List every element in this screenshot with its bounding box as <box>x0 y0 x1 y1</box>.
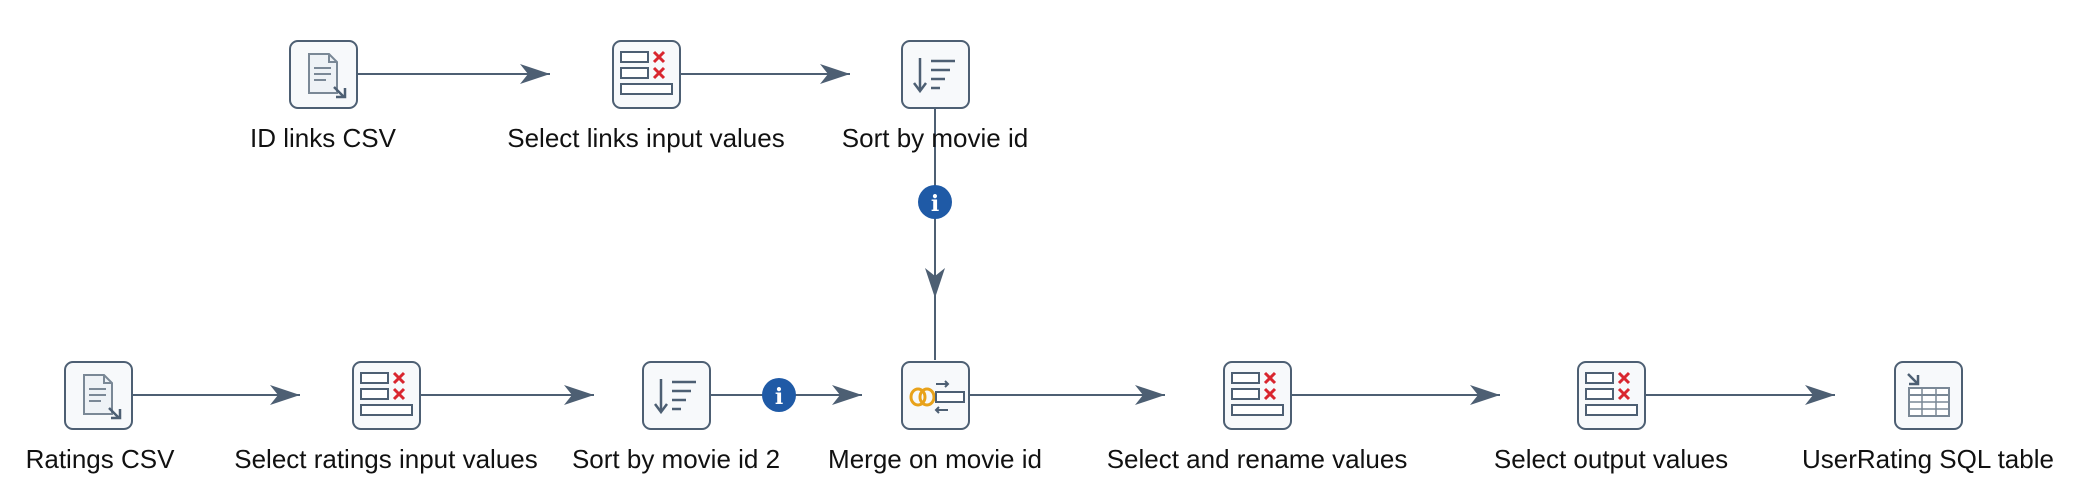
step-label: Select ratings input values <box>234 444 538 474</box>
csv-file-input-icon <box>289 40 358 109</box>
hop-select-ratings-to-sort-2[interactable] <box>420 385 594 405</box>
step-label: Ratings CSV <box>26 444 175 474</box>
hop-arrow <box>270 385 300 405</box>
step-label: Select and rename values <box>1107 444 1408 474</box>
step-select-links-input-values[interactable]: Select links input values <box>507 40 785 153</box>
hop-arrow <box>1135 385 1165 405</box>
step-label: Select links input values <box>507 123 784 153</box>
select-values-icon <box>352 361 421 430</box>
info-glyph: i <box>931 191 939 217</box>
sort-rows-icon <box>901 40 970 109</box>
table-output-icon <box>1894 361 1963 430</box>
merge-join-icon <box>901 361 970 430</box>
hop-merge-to-select-rename[interactable] <box>968 385 1165 405</box>
hop-arrow <box>925 268 945 298</box>
select-values-icon <box>1223 361 1292 430</box>
hop-select-output-to-table[interactable] <box>1645 385 1835 405</box>
info-glyph: i <box>775 384 783 410</box>
hop-id-links-to-select-links[interactable] <box>357 64 550 84</box>
step-label: Select output values <box>1494 444 1728 474</box>
hop-ratings-to-select-ratings[interactable] <box>132 385 300 405</box>
info-badge-icon[interactable]: i <box>762 378 796 412</box>
info-badge-icon[interactable]: i <box>918 185 952 219</box>
step-label: Sort by movie id <box>842 123 1028 153</box>
step-sort-by-movie-id-2[interactable]: Sort by movie id 2 <box>572 361 780 474</box>
hop-arrow <box>832 385 862 405</box>
select-values-icon <box>1577 361 1646 430</box>
hop-arrow <box>520 64 550 84</box>
step-ratings-csv[interactable]: Ratings CSV <box>26 361 175 474</box>
hop-arrow <box>1470 385 1500 405</box>
hop-sort-2-to-merge[interactable]: i <box>710 378 862 412</box>
step-select-output-values[interactable]: Select output values <box>1494 361 1728 474</box>
sort-rows-icon <box>642 361 711 430</box>
step-label: Merge on movie id <box>828 444 1042 474</box>
step-label: UserRating SQL table <box>1802 444 2054 474</box>
step-label: Sort by movie id 2 <box>572 444 780 474</box>
step-id-links-csv[interactable]: ID links CSV <box>250 40 397 153</box>
hop-select-links-to-sort[interactable] <box>680 64 850 84</box>
step-select-and-rename-values[interactable]: Select and rename values <box>1107 361 1408 474</box>
hop-arrow <box>1805 385 1835 405</box>
step-merge-on-movie-id[interactable]: Merge on movie id <box>828 361 1042 474</box>
step-select-ratings-input-values[interactable]: Select ratings input values <box>234 361 538 474</box>
select-values-icon <box>612 40 681 109</box>
hop-select-rename-to-select-output[interactable] <box>1291 385 1500 405</box>
hop-sort-to-merge[interactable]: i <box>918 108 952 360</box>
hop-arrow <box>820 64 850 84</box>
step-sort-by-movie-id[interactable]: Sort by movie id <box>842 40 1028 153</box>
hop-arrow <box>564 385 594 405</box>
csv-file-input-icon <box>64 361 133 430</box>
step-label: ID links CSV <box>250 123 397 153</box>
step-userrating-sql-table[interactable]: UserRating SQL table <box>1802 361 2054 474</box>
